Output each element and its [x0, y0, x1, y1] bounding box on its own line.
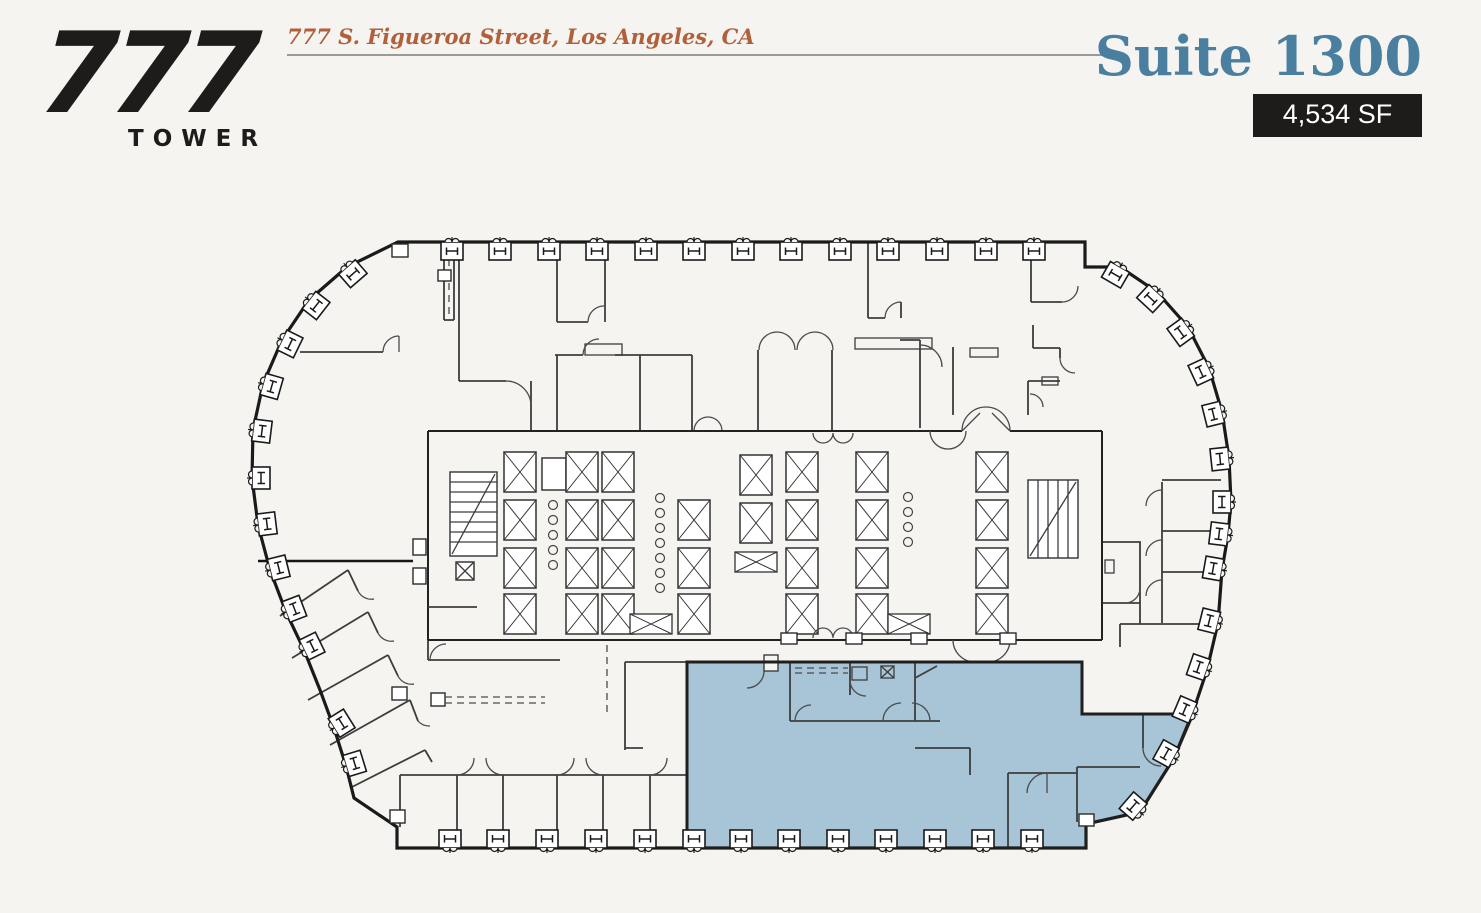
logo-word: TOWER [128, 126, 268, 152]
suite-title: Suite 1300 [1094, 24, 1422, 88]
suite-partitions [746, 654, 1162, 848]
logo: 777 TOWER [35, 9, 268, 152]
window-mullions [245, 236, 1237, 854]
building-address: 777 S. Figueroa Street, Los Angeles, CA [287, 24, 755, 49]
header-rule [287, 54, 1118, 56]
restroom-fixtures [547, 491, 914, 594]
logo-number: 777 [35, 9, 258, 139]
stair-west [428, 471, 498, 608]
suite-info: Suite 1300 4,534 SF [1095, 28, 1422, 137]
stair-east [1027, 479, 1079, 559]
elevator-core [427, 406, 1103, 663]
elevator-banks [503, 451, 1009, 635]
suite-area-badge: 4,534 SF [1253, 93, 1422, 137]
suite-highlight [687, 662, 1193, 848]
